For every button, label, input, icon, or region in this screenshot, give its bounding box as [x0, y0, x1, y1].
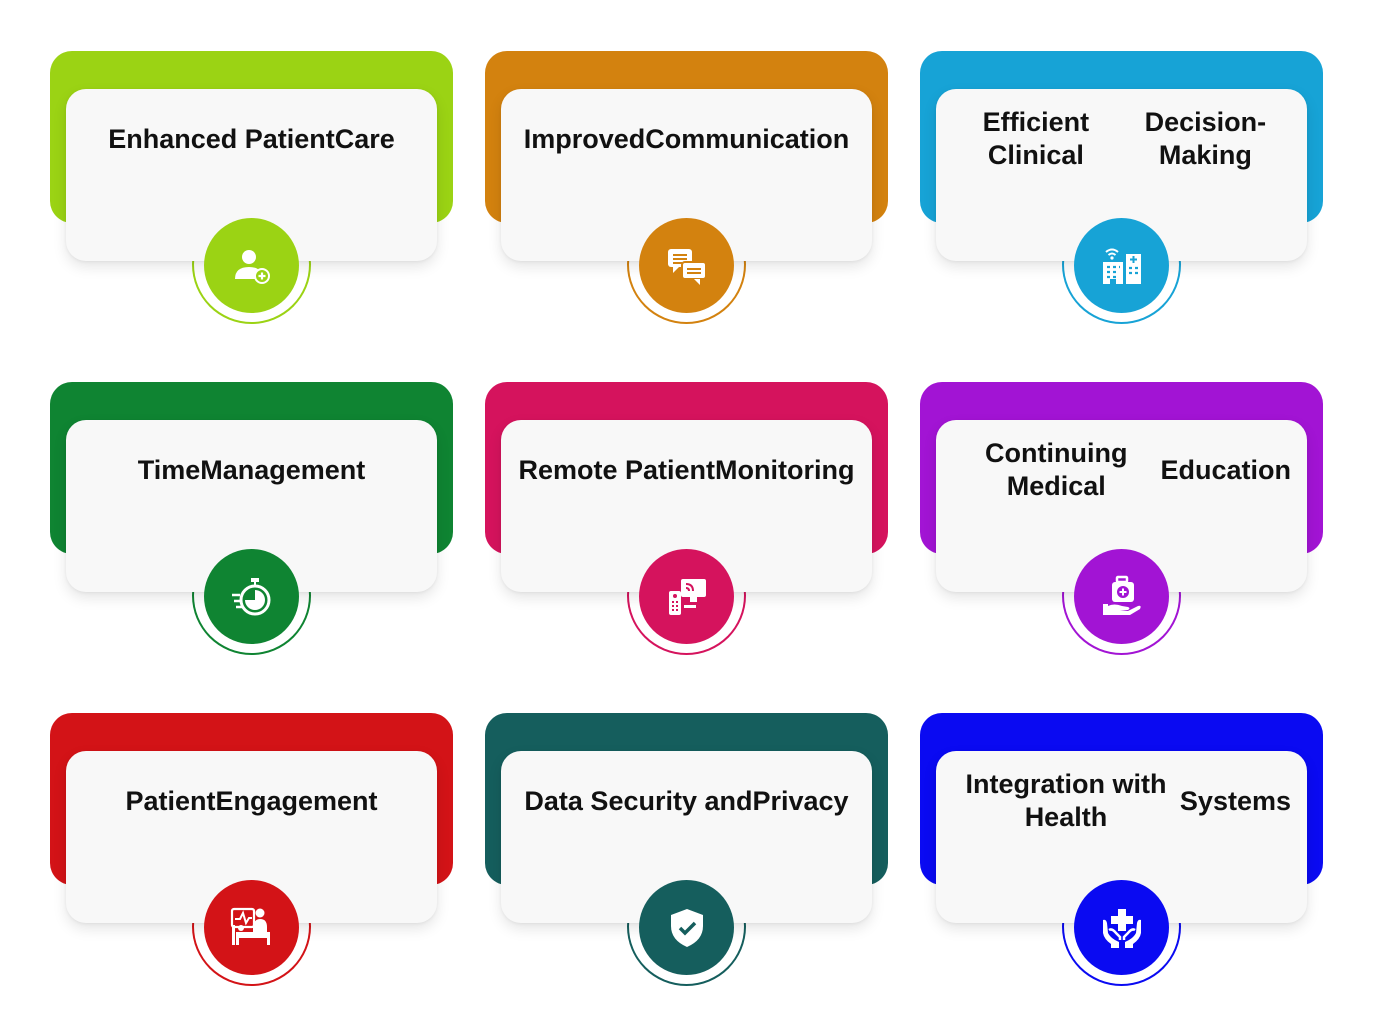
user-plus-icon: [230, 244, 274, 288]
card-title-line: Enhanced Patient: [108, 123, 335, 154]
card-title-line: Education: [1160, 454, 1291, 485]
icon-ring: [192, 205, 311, 324]
icon-ring: [1062, 205, 1181, 324]
card-title-line: Management: [200, 454, 366, 485]
icon-badge: [1074, 880, 1169, 975]
card-title-line: Time: [137, 454, 201, 485]
card-title-line: Systems: [1179, 785, 1291, 816]
icon-badge: [204, 218, 299, 313]
card-title-line: Care: [334, 123, 395, 154]
card-title-line: Communication: [645, 123, 850, 154]
icon-badge: [639, 218, 734, 313]
shield-check-icon: [665, 906, 709, 950]
card-title: Integration with Health Systems: [936, 751, 1307, 851]
chat-bubbles-icon: [665, 244, 709, 288]
card-title: Continuing Medical Education: [936, 420, 1307, 520]
icon-badge: [639, 880, 734, 975]
patient-bed-icon: [230, 906, 274, 950]
icon-ring: [1062, 867, 1181, 986]
benefit-card: Efficient Clinical Decision-Making: [920, 51, 1323, 331]
stopwatch-icon: [230, 575, 274, 619]
card-title-line: Privacy: [752, 785, 849, 816]
icon-badge: [1074, 218, 1169, 313]
benefit-card: Integration with Health Systems: [920, 713, 1323, 993]
icon-badge: [1074, 549, 1169, 644]
card-title: Efficient Clinical Decision-Making: [936, 89, 1307, 189]
card-title-line: Continuing Medical: [985, 438, 1128, 501]
icon-ring: [627, 867, 746, 986]
icon-ring: [627, 205, 746, 324]
icon-badge: [204, 880, 299, 975]
icon-ring: [627, 536, 746, 655]
card-title-line: Patient: [125, 785, 216, 816]
hospital-building-icon: [1100, 244, 1144, 288]
icon-badge: [204, 549, 299, 644]
card-title-line: Improved: [523, 123, 646, 154]
card-title-line: Engagement: [215, 785, 378, 816]
card-title-line: Remote Patient: [518, 454, 716, 485]
icon-badge: [639, 549, 734, 644]
icon-ring: [1062, 536, 1181, 655]
hands-cross-icon: [1100, 906, 1144, 950]
card-title-line: Data Security and: [524, 785, 753, 816]
medical-kit-hand-icon: [1100, 575, 1144, 619]
card-title-line: Efficient Clinical: [982, 107, 1090, 170]
icon-ring: [192, 536, 311, 655]
card-title-line: Decision-Making: [1144, 107, 1267, 170]
card-title-line: Integration with Health: [965, 769, 1167, 832]
card-title-line: Monitoring: [715, 454, 855, 485]
benefit-card: Continuing Medical Education: [920, 382, 1323, 662]
icon-ring: [192, 867, 311, 986]
remote-monitor-icon: [665, 575, 709, 619]
